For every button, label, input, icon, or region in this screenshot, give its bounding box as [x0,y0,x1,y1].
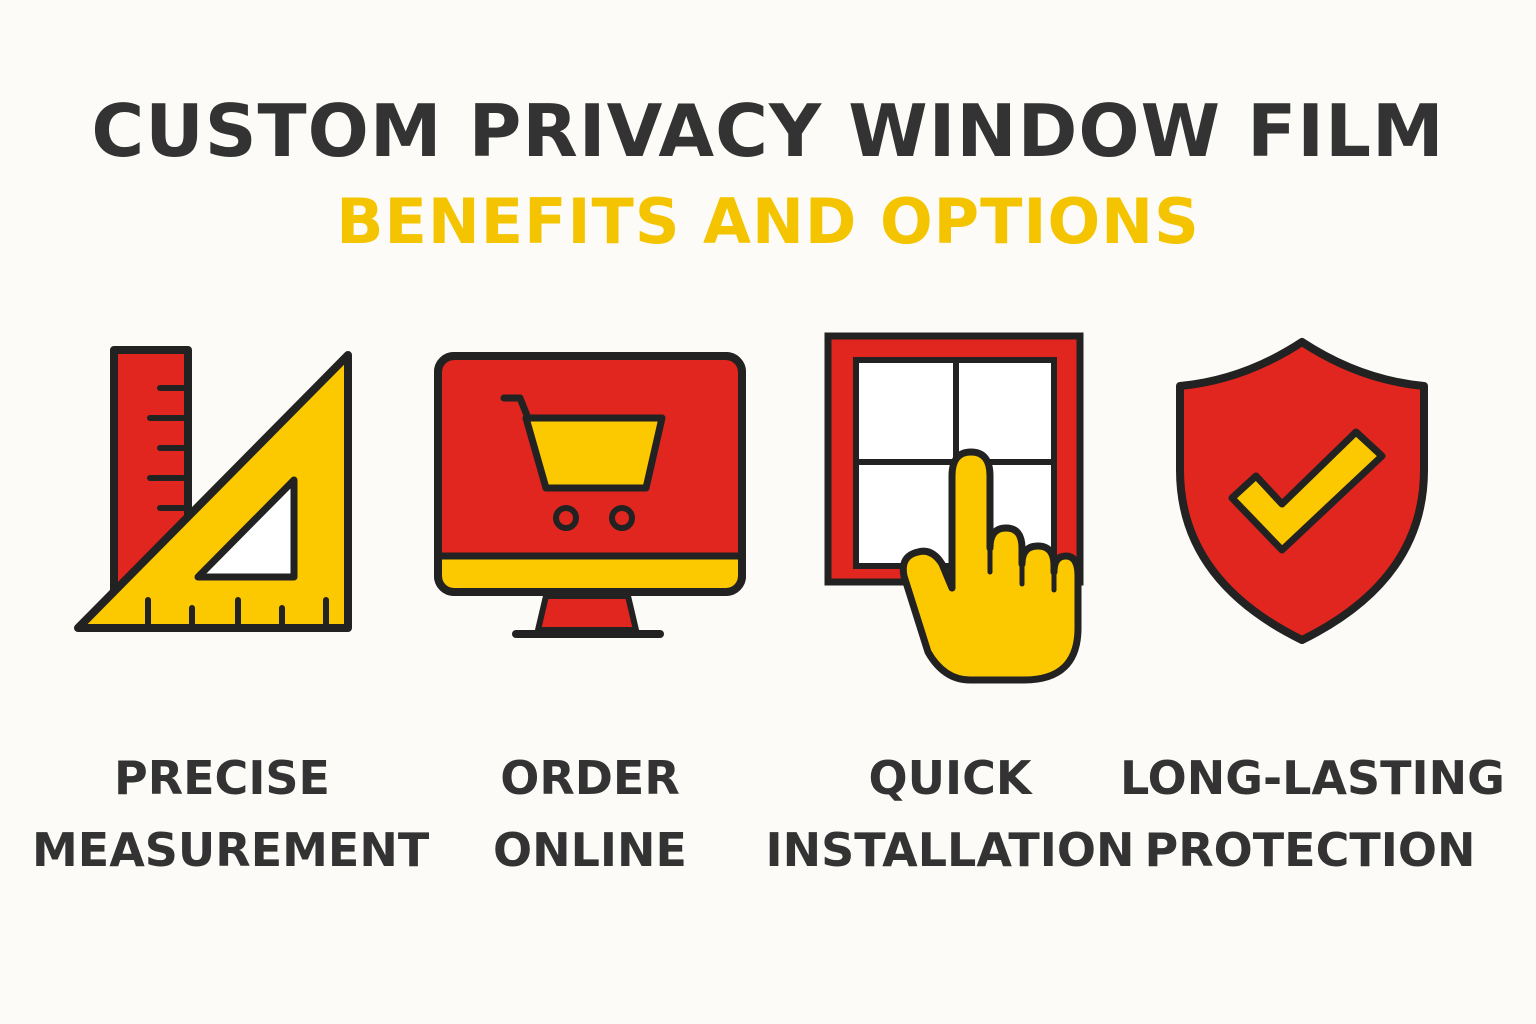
ruler-triangle-icon [60,330,370,650]
feature-label-line2: MEASUREMENT [32,823,430,877]
feature-label-line1: ORDER [500,751,680,805]
page-subtitle: BENEFITS AND OPTIONS [336,185,1200,258]
feature-label-quick-installation: QUICK INSTALLATION [760,742,1140,886]
feature-label-precise-measurement: PRECISE MEASUREMENT [32,742,430,886]
shopping-cart-monitor-icon [425,345,755,650]
feature-label-line2: ONLINE [493,823,687,877]
feature-label-line1: LONG-LASTING [1120,751,1505,805]
page-title: CUSTOM PRIVACY WINDOW FILM [91,89,1445,173]
feature-label-line1: QUICK [868,751,1032,805]
feature-label-line1: PRECISE [114,751,330,805]
feature-label-line2: INSTALLATION [765,823,1135,877]
feature-label-long-lasting-protection: LONG-LASTING PROTECTION [1120,742,1505,886]
shield-check-icon [1170,330,1435,650]
feature-label-line2: PROTECTION [1144,823,1476,877]
feature-label-order-online: ORDER ONLINE [400,742,780,886]
window-hand-icon [815,325,1090,690]
